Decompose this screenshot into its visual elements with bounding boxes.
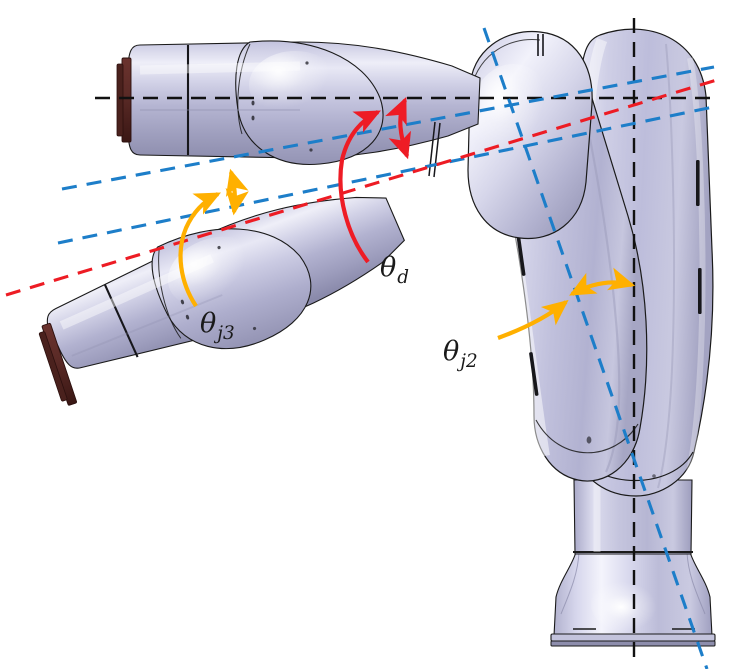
angle-labels: θd θj3 θj2 <box>200 252 478 372</box>
forearm-link-lower-pose <box>38 196 405 406</box>
blue-upper-arm-axis <box>482 27 709 669</box>
theta-j3-label: θj3 <box>200 308 235 344</box>
theta-j3-annotation <box>178 168 249 308</box>
theta-d-annotation <box>338 96 411 264</box>
wrist-flange-lower-pose <box>38 322 77 406</box>
theta-j3-arc <box>225 168 249 216</box>
blue-wrist-axis-lower <box>57 104 719 245</box>
theta-j3-leader <box>178 192 222 308</box>
theta-j2-leader <box>497 299 569 340</box>
theta-d-arc <box>385 96 411 160</box>
theta-d-leader <box>338 110 382 264</box>
base-column <box>573 479 693 555</box>
wrist-flange-upper-pose <box>116 57 132 143</box>
reference-lines <box>5 18 721 669</box>
theta-d-label: θd <box>380 252 409 288</box>
theta-j2-arc <box>569 267 636 296</box>
theta-j2-annotation <box>497 267 636 340</box>
theta-j2-label: θj2 <box>443 336 478 372</box>
